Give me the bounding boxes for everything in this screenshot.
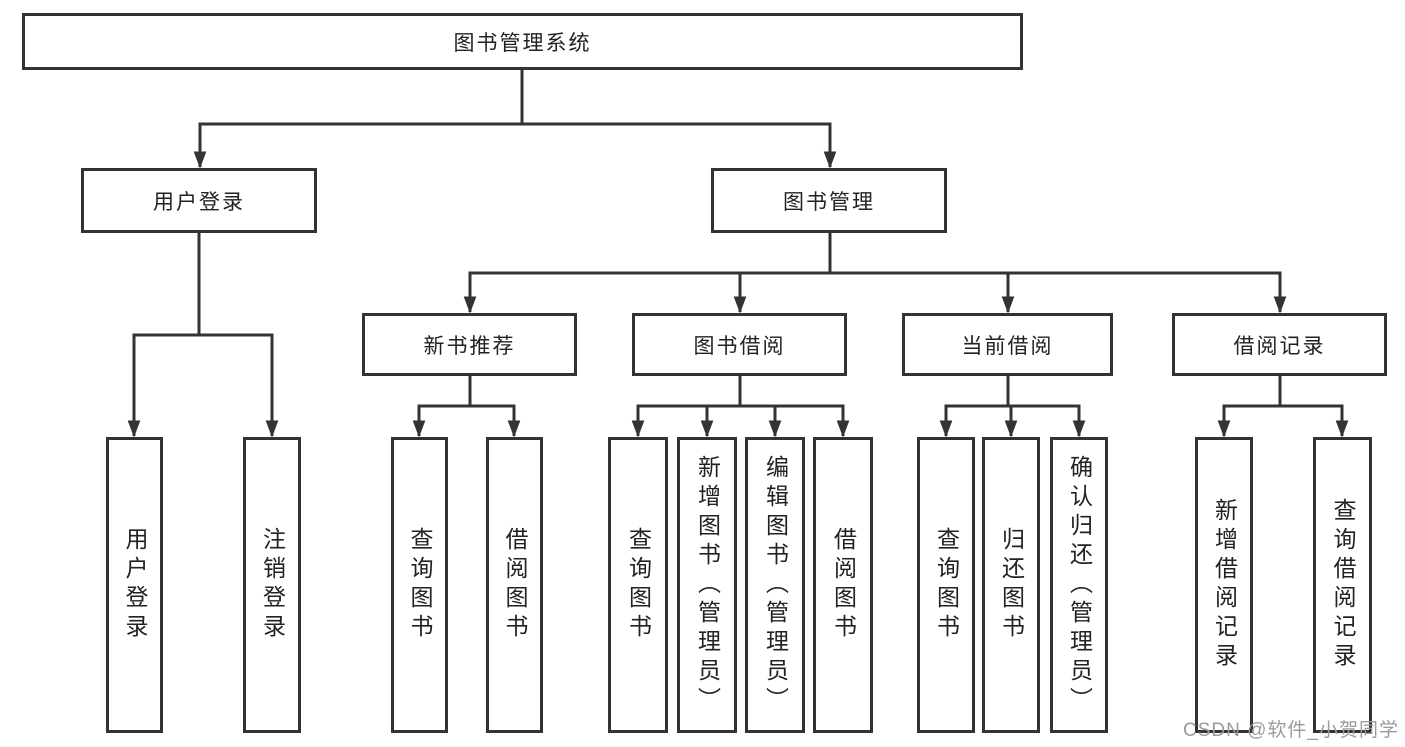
node-book-management-label: 图书管理 <box>783 190 875 214</box>
leaf-logout-label: 注销登录 <box>259 527 286 643</box>
node-current-borrow-label: 当前借阅 <box>961 334 1054 358</box>
leaf-user-login-label: 用户登录 <box>122 527 148 643</box>
node-new-book-recommend: 新书推荐 <box>362 313 577 376</box>
leaf-br-add-record-label: 新增借阅记录 <box>1211 498 1238 672</box>
leaf-bb-add-books-admin-label: 新增图书（管理员） <box>694 454 721 716</box>
node-current-borrow: 当前借阅 <box>902 313 1113 376</box>
leaf-cb-return-books: 归还图书 <box>982 437 1040 733</box>
node-book-management: 图书管理 <box>711 168 947 233</box>
csdn-watermark: CSDN @软件_小贺同学 <box>1183 720 1399 741</box>
node-borrow-record-label: 借阅记录 <box>1233 334 1326 358</box>
leaf-nbr-borrow-books: 借阅图书 <box>486 437 543 733</box>
node-root-library-system: 图书管理系统 <box>22 13 1023 70</box>
leaf-bb-edit-books-admin: 编辑图书（管理员） <box>745 437 805 733</box>
node-user-login: 用户登录 <box>81 168 317 233</box>
leaf-cb-query-books: 查询图书 <box>917 437 975 733</box>
leaf-logout: 注销登录 <box>243 437 301 733</box>
leaf-bb-borrow-books: 借阅图书 <box>813 437 873 733</box>
leaf-user-login: 用户登录 <box>106 437 163 733</box>
leaf-bb-query-books-label: 查询图书 <box>625 527 652 643</box>
leaf-br-add-record: 新增借阅记录 <box>1195 437 1253 733</box>
leaf-bb-borrow-books-label: 借阅图书 <box>830 527 857 643</box>
leaf-cb-confirm-return-admin: 确认归还（管理员） <box>1050 437 1108 733</box>
leaf-nbr-query-books-label: 查询图书 <box>407 527 433 643</box>
leaf-nbr-borrow-books-label: 借阅图书 <box>502 527 528 643</box>
leaf-cb-confirm-return-admin-label: 确认归还（管理员） <box>1066 454 1093 716</box>
leaf-bb-add-books-admin: 新增图书（管理员） <box>677 437 737 733</box>
leaf-br-query-record-label: 查询借阅记录 <box>1330 498 1356 672</box>
node-new-book-recommend-label: 新书推荐 <box>423 334 516 358</box>
leaf-nbr-query-books: 查询图书 <box>391 437 448 733</box>
node-book-borrow: 图书借阅 <box>632 313 847 376</box>
leaf-bb-query-books: 查询图书 <box>608 437 668 733</box>
leaf-br-query-record: 查询借阅记录 <box>1313 437 1372 733</box>
leaf-bb-edit-books-admin-label: 编辑图书（管理员） <box>762 454 789 716</box>
node-root-label: 图书管理系统 <box>453 31 592 55</box>
node-borrow-record: 借阅记录 <box>1172 313 1387 376</box>
leaf-cb-return-books-label: 归还图书 <box>998 527 1025 643</box>
node-user-login-label: 用户登录 <box>153 190 245 214</box>
node-book-borrow-label: 图书借阅 <box>693 334 786 358</box>
leaf-cb-query-books-label: 查询图书 <box>933 527 960 643</box>
